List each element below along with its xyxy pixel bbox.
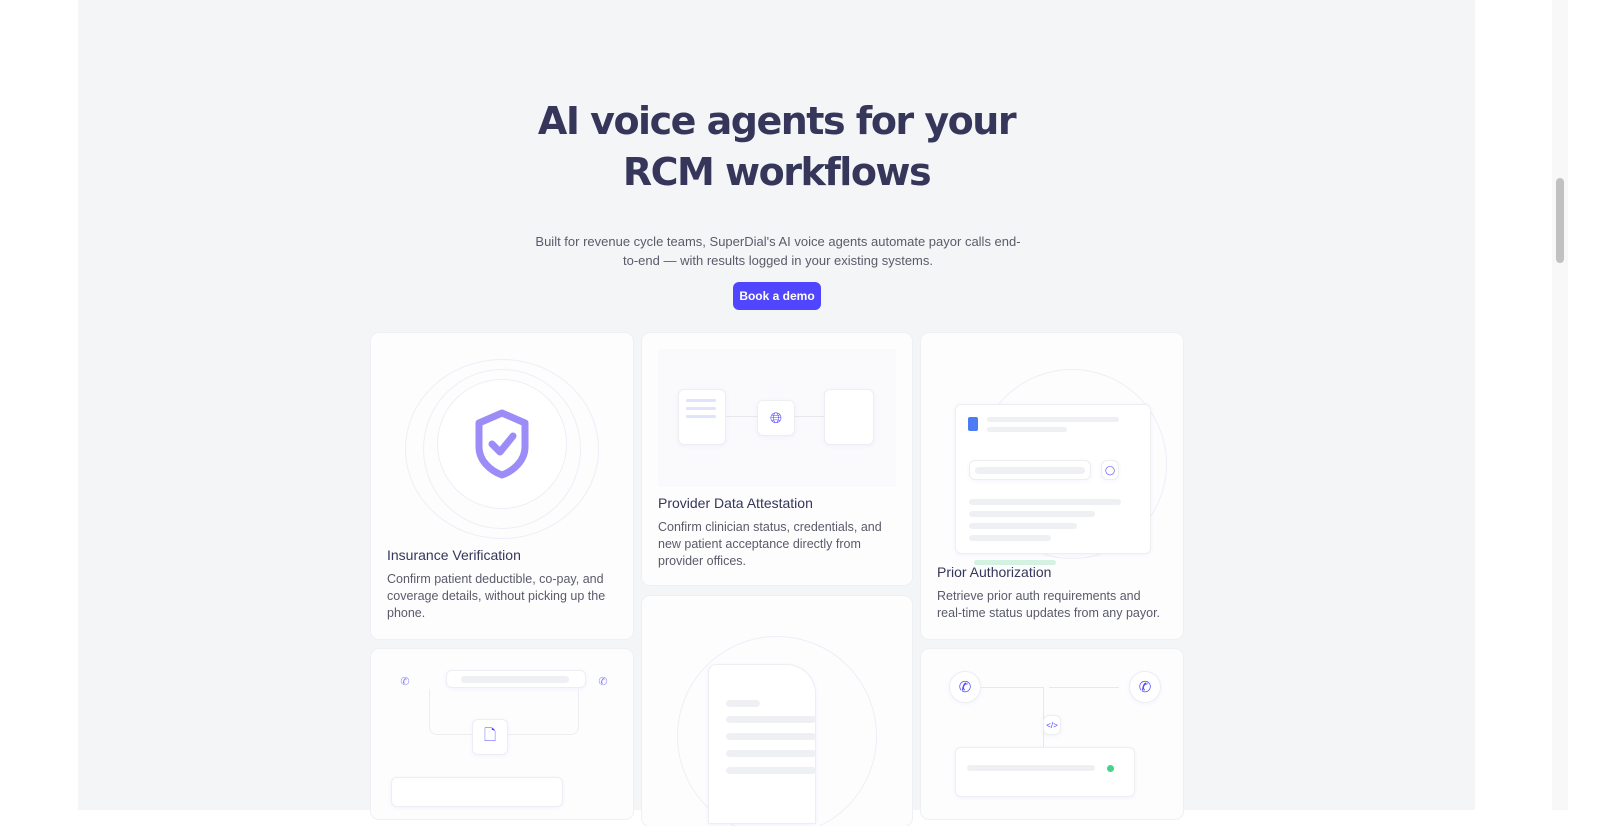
card-insurance-verification[interactable]: Insurance Verification Confirm patient d… [371,333,633,639]
card-title: Provider Data Attestation [658,495,813,511]
card-description: Retrieve prior auth requirements and rea… [937,589,1161,620]
prior-auth-illustration: ◯ [937,349,1167,565]
scrollbar[interactable] [1552,0,1568,810]
phone-incoming-icon: ✆ [400,675,410,688]
phone-incoming-icon: ✆ [598,675,608,688]
card-prior-authorization[interactable]: ◯ Prior Authorization Retrieve prior aut… [921,333,1183,639]
shield-icon: ◯ [1101,460,1119,480]
phone-outgoing-icon: ✆ [949,671,981,703]
document-icon [968,417,978,431]
hero-subtitle: Built for revenue cycle teams, SuperDial… [535,234,1021,268]
book-demo-button[interactable]: Book a demo [733,282,821,310]
card-provider-data-attestation[interactable]: 🌐︎ Provider Data Attestation Confirm cli… [642,333,912,585]
card-title: Insurance Verification [387,547,521,563]
card-call-workflow[interactable]: ✆ ✆ 🗋︎ [371,649,633,819]
card-title: Prior Authorization [937,564,1052,580]
card-call-integration[interactable]: ✆ ✆ </> [921,649,1183,819]
card-description: Confirm clinician status, credentials, a… [658,520,882,568]
insurance-illustration [387,349,617,539]
card-description: Confirm patient deductible, co-pay, and … [387,572,606,620]
phone-incoming-icon: ✆ [1129,671,1161,703]
shield-check-icon [475,409,529,479]
scrollbar-thumb[interactable] [1556,178,1564,263]
code-icon: </> [1043,715,1061,735]
status-dot [1107,765,1114,772]
attestation-illustration: 🌐︎ [658,349,896,487]
document-add-icon: 🗋︎ [472,719,508,755]
card-documents[interactable] [642,596,912,826]
globe-icon: 🌐︎ [757,400,795,436]
